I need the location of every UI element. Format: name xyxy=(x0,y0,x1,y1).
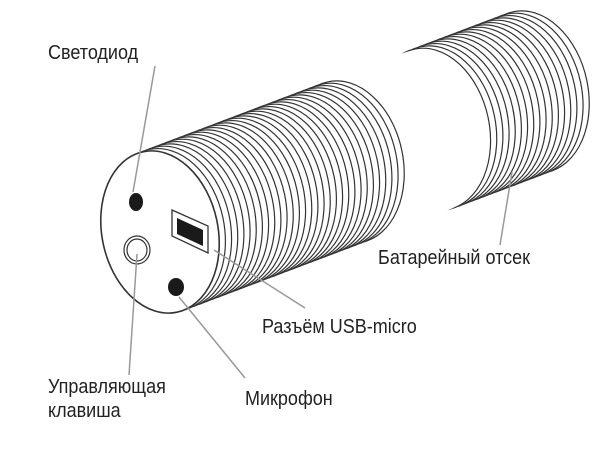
end-face-outline xyxy=(99,150,221,314)
leader-lines xyxy=(128,65,513,379)
label-led: Светодиод xyxy=(48,42,139,64)
led-hole xyxy=(129,193,143,211)
label-button-line2: клавиша xyxy=(48,400,121,422)
leader-battery xyxy=(499,171,513,246)
leader-button xyxy=(128,253,138,376)
leader-mic xyxy=(178,296,246,379)
mic-hole xyxy=(168,278,184,296)
end-face xyxy=(99,150,221,314)
label-mic: Микрофон xyxy=(245,388,333,410)
label-usb: Разъём USB-micro xyxy=(262,316,417,338)
usb-port xyxy=(177,218,203,246)
leader-usb xyxy=(213,249,306,309)
leader-led xyxy=(132,65,156,193)
label-battery: Батарейный отсек xyxy=(378,247,531,269)
label-button-line1: Управляющая xyxy=(48,376,166,398)
